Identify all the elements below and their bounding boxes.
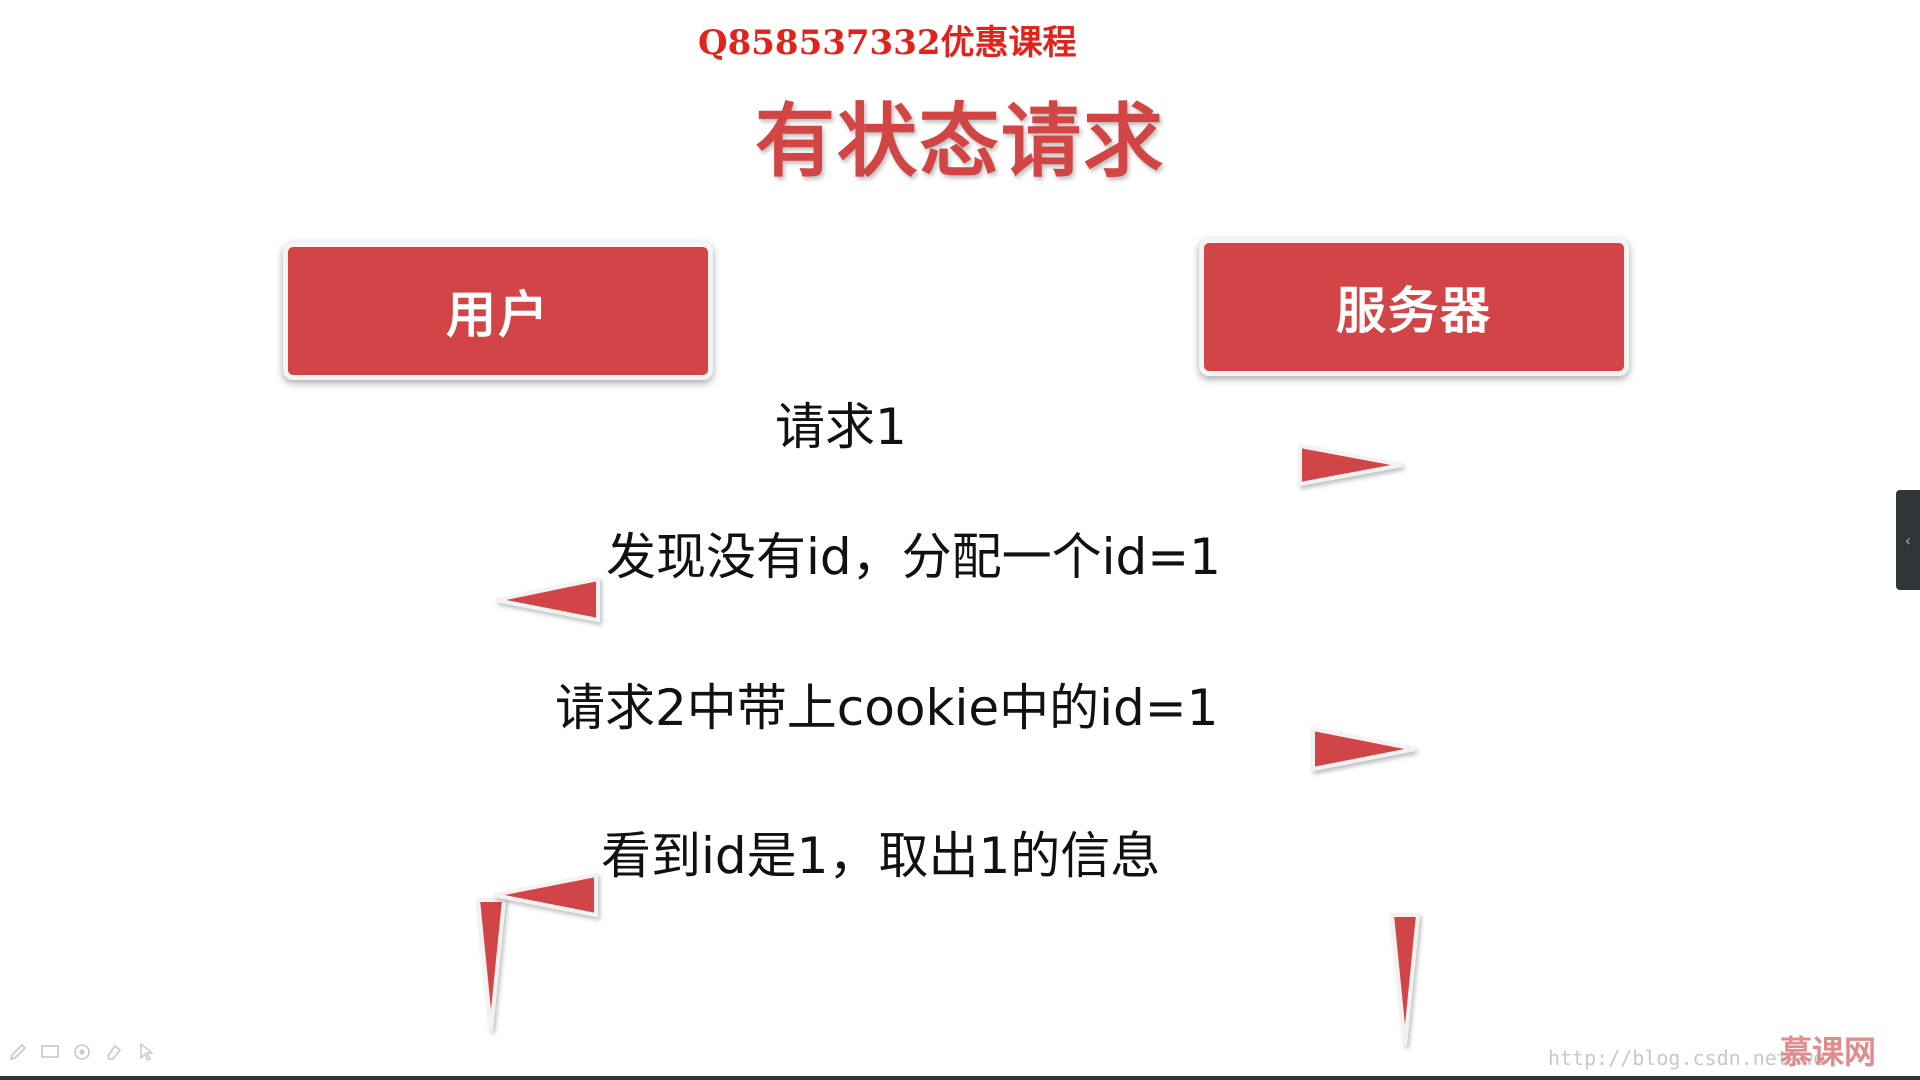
side-panel-toggle[interactable]: ‹ <box>1896 490 1920 590</box>
message-4-arrowhead <box>493 872 598 918</box>
user-lifeline-arrowhead <box>475 898 507 1031</box>
actor-server-label: 服务器 <box>1336 282 1492 340</box>
message-2-label: 发现没有id，分配一个id=1 <box>606 528 1221 586</box>
watermark-url: http://blog.csdn.net/we <box>1548 1046 1825 1070</box>
annotation-toolbar <box>8 1042 156 1062</box>
message-4-label: 看到id是1，取出1的信息 <box>601 827 1161 885</box>
eraser-icon[interactable] <box>104 1042 124 1062</box>
message-1-label: 请求1 <box>775 398 907 456</box>
promo-banner: Q858537332优惠课程 <box>698 23 1077 63</box>
actor-user-label: 用户 <box>446 286 550 344</box>
screen-icon[interactable] <box>40 1042 60 1062</box>
chevron-left-icon: ‹ <box>1904 530 1912 550</box>
actor-server-box: 服务器 <box>1199 238 1629 376</box>
message-1-arrowhead <box>1298 443 1403 487</box>
message-3-arrowhead <box>1311 726 1416 772</box>
pointer-icon[interactable] <box>136 1042 156 1062</box>
slide-title: 有状态请求 <box>755 95 1165 188</box>
bottom-bar <box>0 1076 1920 1080</box>
record-icon[interactable] <box>72 1042 92 1062</box>
brand-logo: 慕课网 <box>1780 1033 1877 1071</box>
message-3-label: 请求2中带上cookie中的id=1 <box>555 679 1219 737</box>
server-lifeline-arrowhead <box>1389 913 1421 1046</box>
actor-user-box: 用户 <box>283 242 713 380</box>
pen-icon[interactable] <box>8 1042 28 1062</box>
message-2-arrowhead <box>495 576 600 623</box>
